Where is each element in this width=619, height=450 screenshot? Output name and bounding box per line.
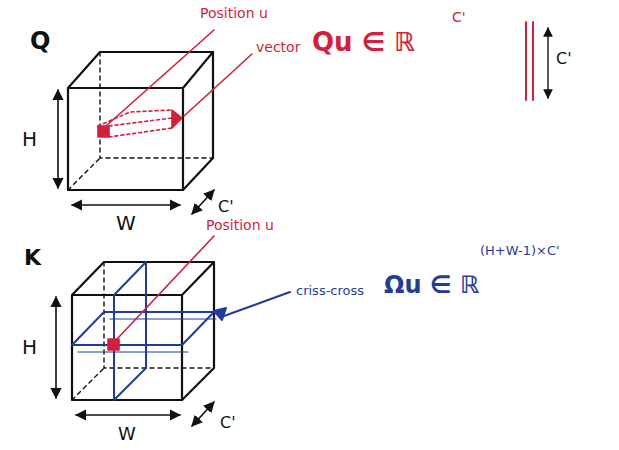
- dimension-label: C': [220, 414, 236, 432]
- dimension-label: H: [22, 336, 37, 358]
- position-marker: [108, 236, 214, 350]
- dimension-superscript: (H+W-1)×C': [480, 244, 560, 258]
- query-vector: [98, 22, 533, 137]
- criss-cross-symbol: Ωu ∈ ℝ: [384, 272, 479, 298]
- tensor-name: K: [24, 246, 41, 270]
- vector-symbol: Qu ∈ ℝ: [312, 28, 415, 57]
- dimension-superscript: C': [452, 10, 466, 25]
- dimension-label: C': [556, 50, 572, 68]
- criss-cross-planes: [72, 262, 290, 400]
- position-label: Position u: [206, 218, 274, 233]
- position-label: Position u: [200, 6, 268, 21]
- dimension-label: W: [116, 212, 136, 234]
- tensor-name: Q: [30, 28, 50, 54]
- dimension-label: H: [22, 128, 37, 150]
- hidden-edges: [68, 52, 213, 190]
- vector-label: vector: [256, 40, 300, 55]
- dimension-arrows: [58, 90, 214, 214]
- hidden-edges: [72, 262, 214, 400]
- channel-arrow: [547, 28, 548, 98]
- dimension-label: C': [218, 198, 234, 216]
- dimension-label: W: [118, 424, 136, 444]
- key-cube: [72, 262, 214, 400]
- query-cube: [68, 52, 213, 190]
- criss-cross-label: criss-cross: [296, 284, 364, 298]
- dimension-arrows: [56, 297, 214, 426]
